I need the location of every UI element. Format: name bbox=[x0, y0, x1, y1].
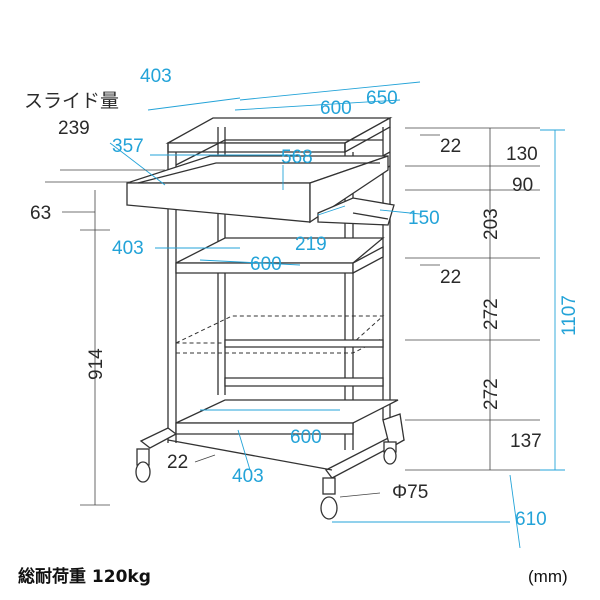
dim-bottom-depth: 403 bbox=[232, 466, 264, 487]
dim-top-width-outer: 650 bbox=[366, 88, 398, 109]
dim-drawer-height: 63 bbox=[30, 203, 51, 224]
dim-total-height: 1107 bbox=[559, 295, 580, 336]
slide-amount-label: スライド量 bbox=[24, 91, 119, 112]
dim-top-width: 600 bbox=[320, 98, 352, 119]
caster-front-left bbox=[135, 448, 151, 483]
base-frame bbox=[139, 427, 178, 449]
dim-gap-130: 130 bbox=[506, 144, 538, 165]
dim-side-shelf-depth: 219 bbox=[295, 234, 327, 255]
dim-slide: 239 bbox=[58, 118, 90, 139]
dim-caster-diameter: Φ75 bbox=[392, 482, 428, 503]
dim-mid-shelf-width: 600 bbox=[250, 254, 282, 275]
caster-back-right bbox=[383, 441, 397, 465]
dim-bottom-width: 600 bbox=[290, 427, 322, 448]
dim-drawer-width: 568 bbox=[281, 147, 313, 168]
optional-shelf-outline bbox=[175, 315, 385, 344]
dim-side-shelf-width: 150 bbox=[408, 208, 440, 229]
dim-mid-shelf-depth: 403 bbox=[112, 238, 144, 259]
side-shelf bbox=[317, 197, 395, 226]
dim-drawer-depth: 357 bbox=[112, 136, 144, 157]
dim-top-depth: 403 bbox=[140, 66, 172, 87]
dimension-lines bbox=[45, 81, 565, 549]
dim-top-thickness: 22 bbox=[440, 136, 461, 157]
dimension-labels: 403 650 600 スライド量 239 357 568 63 150 219… bbox=[24, 66, 580, 530]
unit-label: (mm) bbox=[528, 567, 568, 586]
dim-gap-137: 137 bbox=[510, 431, 542, 452]
dim-caster-gap: 22 bbox=[167, 452, 188, 473]
dim-gap-272-upper: 272 bbox=[481, 298, 502, 330]
dim-gap-203: 203 bbox=[481, 208, 502, 240]
bottom-shelf bbox=[175, 399, 399, 424]
dim-height-914: 914 bbox=[86, 348, 107, 380]
cart-drawing bbox=[126, 116, 405, 520]
dim-gap-272-lower: 272 bbox=[481, 378, 502, 410]
dim-base-depth: 610 bbox=[515, 509, 547, 530]
dim-gap-90: 90 bbox=[512, 175, 533, 196]
load-capacity-caption: 総耐荷重 120kg bbox=[18, 566, 151, 587]
dim-mid-thickness: 22 bbox=[440, 267, 461, 288]
caster-front-right bbox=[320, 477, 338, 520]
